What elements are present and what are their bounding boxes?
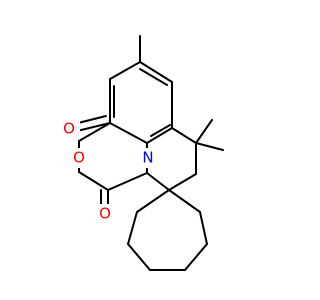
bond bbox=[139, 61, 173, 83]
ring-nitrogen: N bbox=[142, 149, 153, 167]
bond bbox=[107, 172, 148, 191]
bond bbox=[184, 243, 208, 271]
carbonyl-oxygen-bottom: O bbox=[99, 205, 111, 223]
bond bbox=[146, 127, 173, 144]
bond bbox=[127, 211, 138, 245]
cycloheptane-ring bbox=[127, 189, 208, 271]
bond bbox=[171, 127, 197, 144]
bond bbox=[78, 171, 109, 191]
molecule-diagram: O O O N bbox=[62, 35, 224, 271]
bond bbox=[109, 122, 148, 144]
methyl-bond bbox=[195, 142, 224, 151]
label-mask bbox=[70, 148, 88, 168]
bond bbox=[199, 211, 208, 245]
bond bbox=[150, 124, 171, 137]
ring-oxygen: O bbox=[73, 149, 85, 167]
oxazine-ring bbox=[78, 122, 148, 191]
methyl-bond bbox=[195, 119, 213, 144]
bond bbox=[76, 122, 111, 132]
atom-labels: O O O N bbox=[62, 119, 157, 224]
bond bbox=[78, 122, 111, 142]
bond bbox=[146, 172, 170, 191]
bond bbox=[109, 61, 141, 80]
label-mask bbox=[139, 148, 157, 168]
bond bbox=[168, 173, 197, 191]
carbonyl-oxygen-top: O bbox=[63, 120, 75, 138]
bond bbox=[168, 189, 201, 213]
bond bbox=[136, 189, 170, 213]
nitrogen-ring bbox=[146, 127, 197, 191]
label-mask bbox=[96, 204, 114, 224]
aromatic-ring bbox=[109, 61, 173, 144]
bond bbox=[127, 243, 151, 271]
label-mask bbox=[62, 119, 80, 139]
bond bbox=[139, 68, 168, 86]
